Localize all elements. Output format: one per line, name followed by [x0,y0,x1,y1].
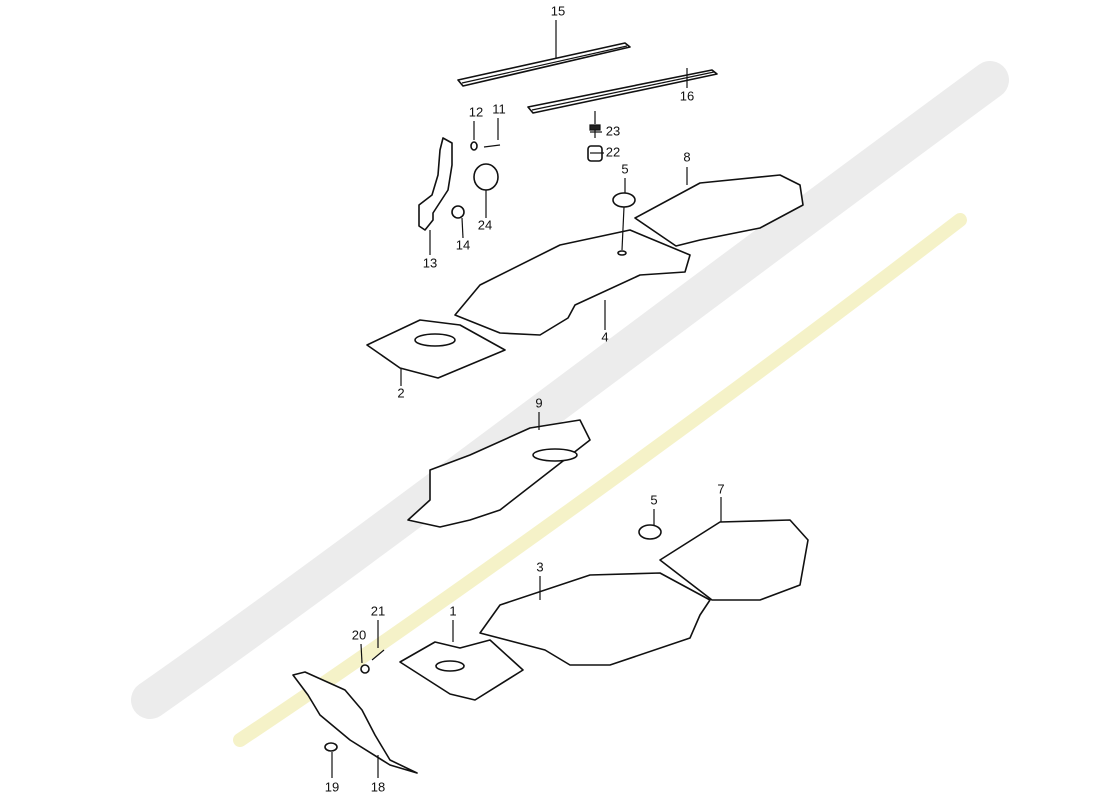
callout-24[interactable]: 24 [478,217,492,232]
trim-18[interactable] [292,671,418,774]
callout-18[interactable]: 18 [371,779,385,794]
callout-19[interactable]: 19 [325,779,339,794]
callout-8[interactable]: 8 [683,149,690,164]
carpet-1[interactable] [399,639,524,701]
nut-20[interactable] [360,664,370,674]
callout-9[interactable]: 9 [535,395,542,410]
sill-strip-15[interactable] [457,42,631,87]
screw-21[interactable] [371,649,385,661]
callout-20[interactable]: 20 [352,627,366,642]
washer-12[interactable] [470,141,478,151]
callout-11[interactable]: 11 [492,101,506,116]
carpet-9[interactable] [407,419,591,528]
callout-12[interactable]: 12 [469,104,483,119]
callout-2[interactable]: 2 [397,385,404,400]
cap-24[interactable] [473,163,499,191]
callout-5[interactable]: 5 [621,161,628,176]
carpet-8[interactable] [634,174,804,247]
callout-16[interactable]: 16 [680,88,694,103]
callout-1[interactable]: 1 [449,603,456,618]
callout-21[interactable]: 21 [371,603,385,618]
callout-22[interactable]: 22 [606,144,620,159]
screw-23[interactable] [589,124,601,138]
carpet-2[interactable] [366,319,506,379]
trim-panel-13[interactable] [418,137,453,231]
callout-3[interactable]: 3 [536,559,543,574]
leader-lines [331,20,722,778]
callout-5[interactable]: 5 [650,492,657,507]
callout-23[interactable]: 23 [606,123,620,138]
callout-labels: 15 16 12 11 23 22 8 5 24 14 13 4 2 9 7 5 3 21 1 20 19 18 [325,3,725,794]
callout-14[interactable]: 14 [456,237,470,252]
callout-15[interactable]: 15 [551,3,565,18]
carpet-3[interactable] [479,572,711,666]
screw-11[interactable] [483,144,501,148]
nut-14[interactable] [451,205,465,219]
callout-13[interactable]: 13 [423,255,437,270]
sill-strip-16[interactable] [527,69,718,114]
callout-7[interactable]: 7 [717,481,724,496]
carpet-4[interactable] [454,229,691,336]
carpet-7[interactable] [659,519,809,601]
clip-19[interactable] [324,742,338,752]
callout-4[interactable]: 4 [601,329,608,344]
push-button-5a[interactable] [612,192,636,256]
